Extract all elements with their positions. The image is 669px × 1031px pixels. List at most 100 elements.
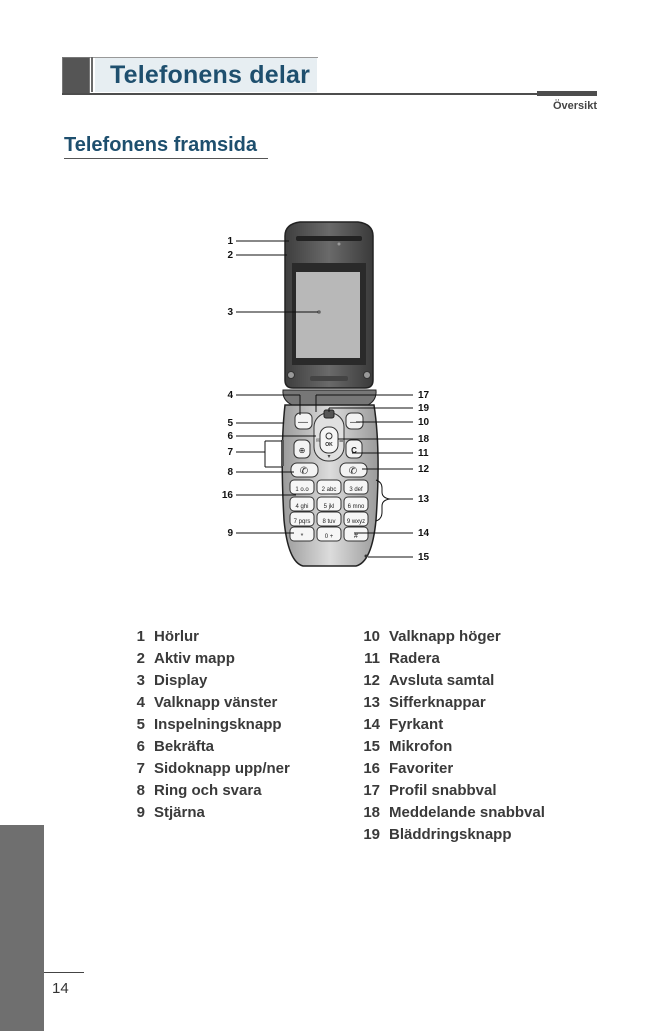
header-rule-accent — [537, 91, 597, 96]
subtitle-underline — [64, 158, 268, 159]
legend-number: 1 — [136, 628, 145, 645]
chapter-title: Telefonens delar — [110, 61, 311, 89]
callout-3: 3 — [227, 307, 233, 318]
key-1-label: 1 o.o — [295, 487, 309, 493]
side-key-left — [293, 439, 311, 459]
header-title-background — [95, 58, 317, 92]
display-center-dot — [317, 310, 321, 314]
key-hash — [343, 526, 369, 542]
keypad: 1 o.o 2 abc 3 def 4 ghi 5 jkl 6 mno 7 pq… — [289, 479, 369, 542]
callout-10: 10 — [418, 417, 430, 428]
legend-label: Meddelande snabbval — [389, 804, 545, 821]
callout-14: 14 — [418, 528, 430, 539]
legend-number: 5 — [136, 716, 145, 733]
key-7 — [289, 511, 315, 527]
legend-label: Inspelningsknapp — [154, 716, 282, 733]
legend-number: 4 — [136, 694, 145, 711]
legend-number: 16 — [363, 760, 380, 777]
key-star — [289, 526, 315, 542]
legend-number: 7 — [136, 760, 145, 777]
right-soft-key — [345, 412, 364, 430]
legend-number: 2 — [136, 650, 145, 667]
header-rule — [62, 93, 597, 95]
callout-6: 6 — [227, 431, 233, 442]
legend-number: 10 — [363, 628, 380, 645]
page-number-rule — [44, 972, 84, 973]
callout-1: 1 — [227, 236, 233, 247]
legend-label: Bläddringsknapp — [389, 826, 512, 843]
legend-number: 8 — [136, 782, 145, 799]
key-8-label: 8 tuv — [322, 519, 335, 525]
key-5-label: 5 jkl — [324, 504, 335, 510]
legend-label: Hörlur — [154, 628, 199, 645]
header-divider — [91, 57, 93, 92]
legend-label: Favoriter — [389, 760, 454, 777]
hinge-slot — [310, 376, 348, 381]
legend-item: 19 Bläddringsknapp — [360, 824, 545, 846]
key-2 — [316, 479, 342, 495]
legend-label: Valknapp vänster — [154, 694, 278, 711]
legend-label: Display — [154, 672, 208, 689]
callout-9: 9 — [227, 528, 233, 539]
key-5 — [316, 496, 342, 512]
legend-item: 14 Fyrkant — [360, 714, 545, 736]
legend-item: 4 Valknapp vänster — [128, 692, 290, 714]
svg-text:C: C — [351, 446, 357, 455]
svg-text:▾: ▾ — [327, 454, 330, 460]
legend-label: Bekräfta — [154, 738, 215, 755]
key-0-label: 0 + — [325, 534, 334, 540]
legend-label: Avsluta samtal — [389, 672, 495, 689]
legend-label: Profil snabbval — [389, 782, 497, 799]
legend-label: Mikrofon — [389, 738, 453, 755]
callout-4: 4 — [227, 390, 233, 401]
legend-number: 19 — [363, 826, 380, 843]
legend-item: 10 Valknapp höger — [360, 626, 545, 648]
phone-hinge — [282, 389, 377, 406]
callout-5: 5 — [227, 418, 233, 429]
hinge-screw-left — [287, 371, 295, 379]
key-7-label: 7 pqrs — [294, 519, 311, 525]
key-0 — [316, 526, 342, 542]
key-4 — [289, 496, 315, 512]
chapter-side-tab — [0, 825, 44, 1031]
legend-number: 17 — [363, 782, 380, 799]
callout-12: 12 — [418, 464, 430, 475]
legend-label: Fyrkant — [389, 716, 444, 733]
key-3 — [343, 479, 369, 495]
key-6 — [343, 496, 369, 512]
legend-number: 13 — [363, 694, 380, 711]
legend-number: 14 — [363, 716, 380, 733]
legend-item: 16 Favoriter — [360, 758, 545, 780]
legend-label: Stjärna — [154, 804, 205, 821]
callout-19: 19 — [418, 403, 430, 414]
display-screen — [296, 272, 360, 358]
page-subtitle: Telefonens framsida — [64, 134, 258, 156]
key-1 — [289, 479, 315, 495]
center-camera-key — [325, 432, 333, 440]
legend-label: Valknapp höger — [389, 628, 501, 645]
legend-label: Radera — [389, 650, 440, 667]
svg-text:✆: ✆ — [349, 466, 357, 477]
legend-label: Sifferknappar — [389, 694, 486, 711]
key-9 — [343, 511, 369, 527]
legend-label: Sidoknapp upp/ner — [154, 760, 290, 777]
end-key — [339, 462, 368, 478]
callout-lines — [236, 240, 413, 558]
legend-label: Aktiv mapp — [154, 650, 235, 667]
legend-item: 5 Inspelningsknapp — [128, 714, 290, 736]
left-soft-key — [294, 412, 313, 430]
legend-item: 17 Profil snabbval — [360, 780, 545, 802]
page-number: 14 — [52, 980, 69, 997]
callout-16: 16 — [222, 490, 234, 501]
legend-item: 7 Sidoknapp upp/ner — [128, 758, 290, 780]
callout-7: 7 — [227, 447, 233, 458]
callout-8: 8 — [227, 467, 233, 478]
svg-text:⊕: ⊕ — [299, 446, 306, 455]
camera-dot — [337, 242, 341, 246]
